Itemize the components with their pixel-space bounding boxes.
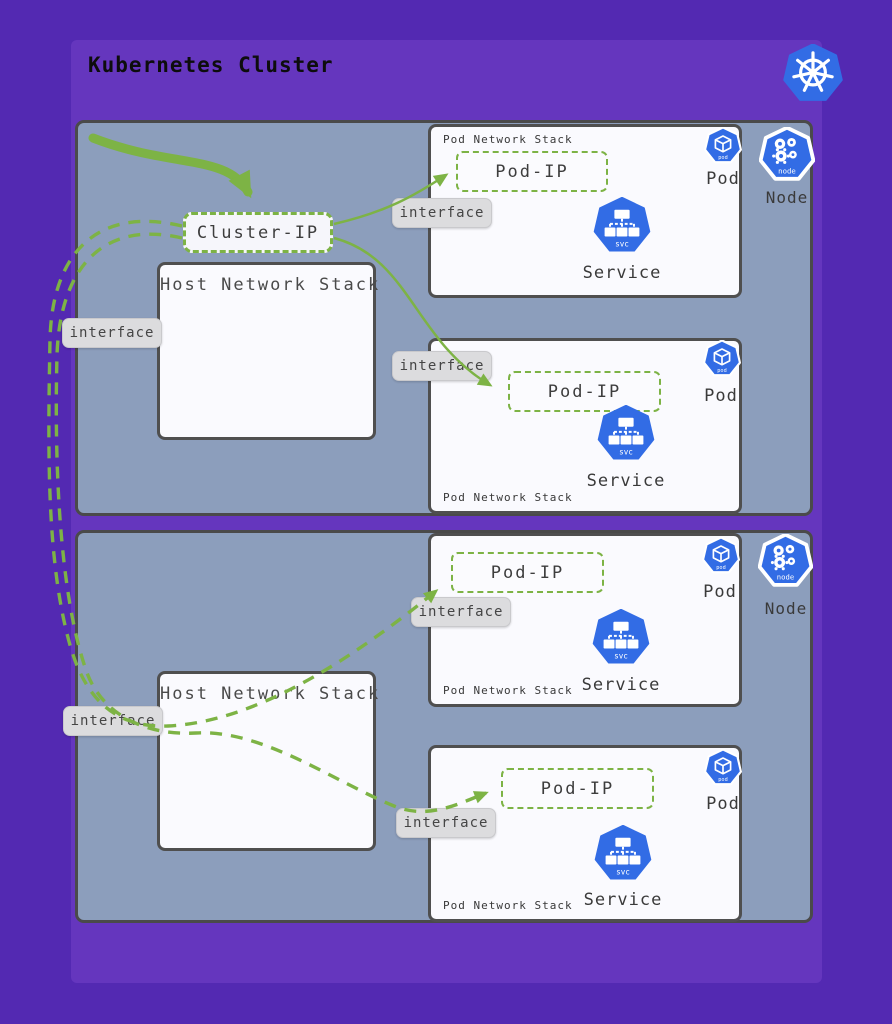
service-icon	[594, 825, 652, 883]
pod-label-2: Pod	[704, 386, 738, 406]
interface-tag-pns2: interface	[392, 351, 492, 381]
service-icon	[592, 609, 650, 667]
service-label-1: Service	[582, 263, 662, 283]
pod-network-stack-label: Pod Network Stack	[443, 899, 573, 912]
service-icon	[597, 405, 655, 463]
node-icon	[758, 534, 813, 589]
host-network-stack-label: Host Network Stack	[160, 684, 381, 704]
host-network-stack-box-1: Host Network Stack	[157, 262, 381, 440]
pod-network-stack-label: Pod Network Stack	[443, 684, 573, 697]
pod-network-stack-label: Pod Network Stack	[443, 491, 573, 504]
pod-ip-box-2: Pod-IP	[508, 371, 661, 412]
pod-ip-box-1: Pod-IP	[456, 151, 608, 192]
pod-icon	[703, 340, 741, 378]
service-icon	[593, 197, 651, 255]
kubernetes-logo-icon	[783, 44, 843, 104]
interface-tag-node2: interface	[63, 706, 163, 736]
service-label-4: Service	[583, 890, 663, 910]
host-network-stack-box-2: Host Network Stack	[157, 671, 381, 851]
pod-icon	[702, 537, 740, 575]
interface-tag-pns4: interface	[396, 808, 496, 838]
pod-network-stack-label: Pod Network Stack	[443, 133, 573, 146]
node-2-label: Node	[764, 598, 808, 618]
cluster-ip-box: Cluster-IP	[183, 212, 333, 253]
pod-icon	[704, 127, 742, 165]
host-network-stack-label: Host Network Stack	[160, 275, 381, 295]
pod-ip-box-4: Pod-IP	[501, 768, 654, 809]
pod-label-3: Pod	[703, 582, 737, 602]
node-icon	[759, 127, 815, 183]
pod-ip-box-3: Pod-IP	[451, 552, 604, 593]
pod-icon	[704, 749, 742, 787]
service-label-2: Service	[586, 471, 666, 491]
interface-tag-node1: interface	[62, 318, 162, 348]
service-label-3: Service	[581, 675, 661, 695]
interface-tag-pns1: interface	[392, 198, 492, 228]
cluster-title: Kubernetes Cluster	[88, 53, 334, 77]
interface-tag-pns3: interface	[411, 597, 511, 627]
pod-label-1: Pod	[706, 169, 740, 189]
node-1-label: Node	[765, 187, 809, 207]
pod-label-4: Pod	[706, 794, 740, 814]
